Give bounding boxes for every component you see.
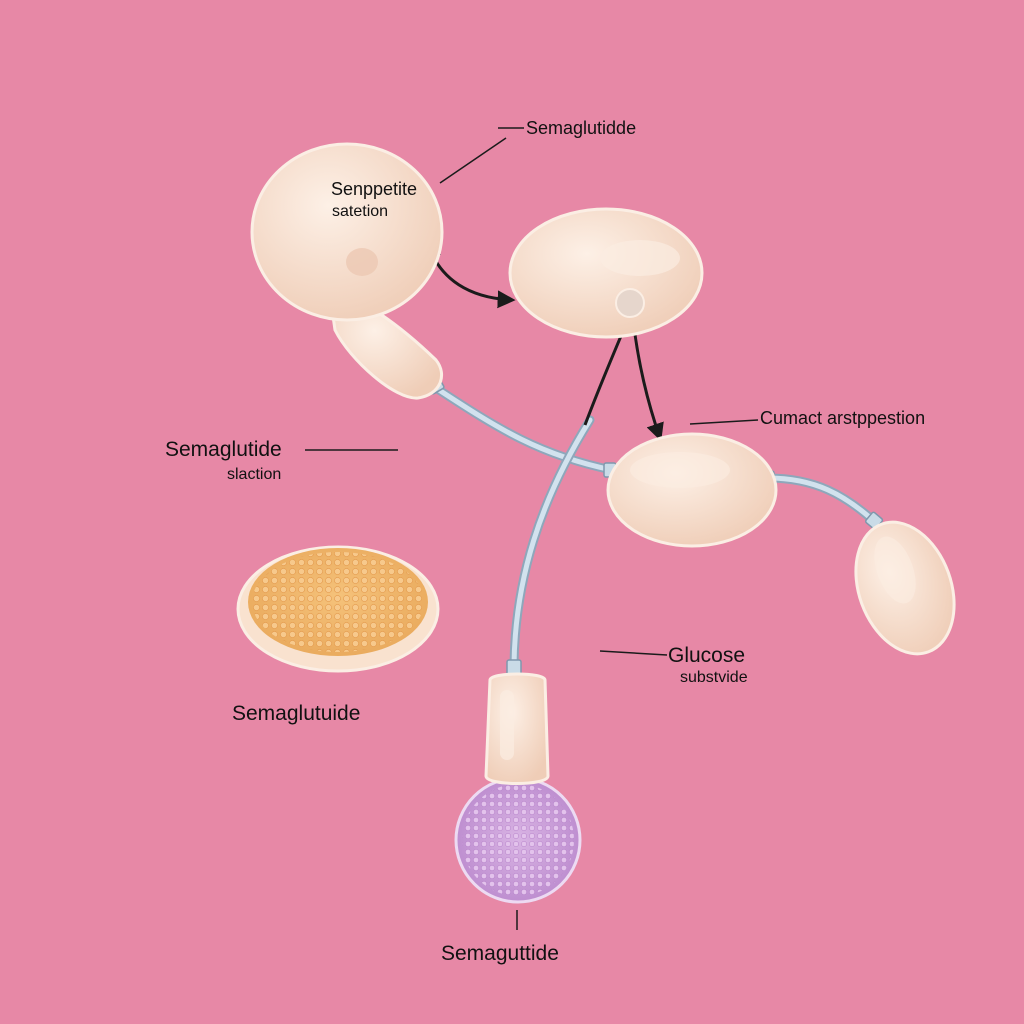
label-left-title: Semaglutide (165, 438, 282, 461)
label-right-upper: Cumact arstppestion (760, 408, 926, 428)
label-glucose-title: Glucose (668, 644, 746, 667)
pancreatic-cluster (454, 672, 582, 904)
label-top-right: Semaglutidde (526, 118, 637, 138)
satiety-cell (250, 142, 444, 400)
label-bottom: Semaguttide (441, 942, 559, 965)
label-left-sub: slaction (227, 466, 282, 483)
upper-cell (508, 207, 704, 339)
middle-cell (606, 432, 778, 548)
label-glucose-sub: substvide (680, 669, 748, 686)
label-cell-line2: satetion (332, 203, 389, 220)
label-cell-line1: Senppetite (331, 179, 418, 199)
fat-tissue (236, 545, 440, 673)
label-leader-lines (305, 127, 759, 930)
label-fat-cell: Semaglutuide (232, 702, 361, 725)
right-cell (854, 520, 956, 656)
